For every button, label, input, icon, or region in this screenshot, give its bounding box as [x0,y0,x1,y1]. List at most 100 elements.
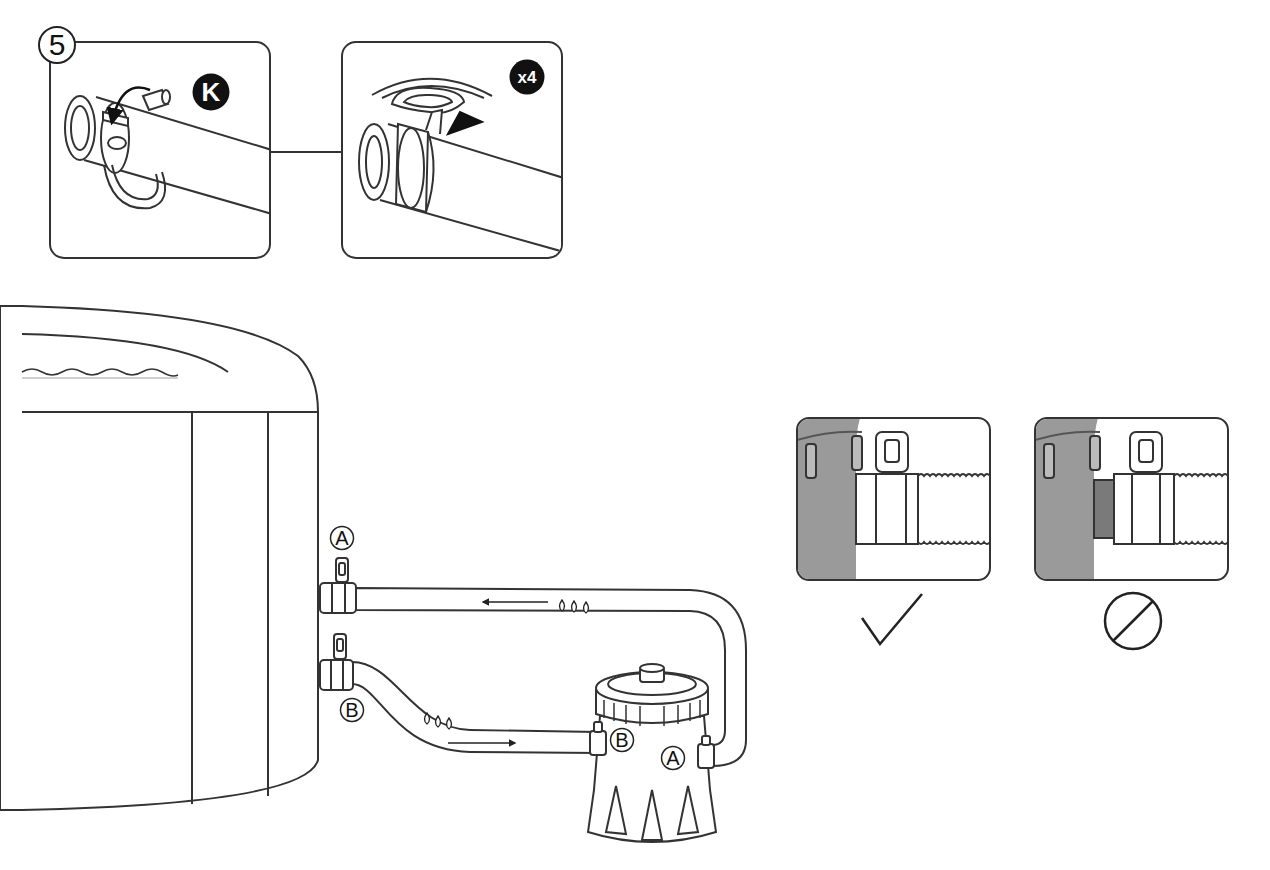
water-drop-part [436,716,441,727]
spa-connector-part [320,660,353,690]
spa-connector-part [339,563,345,575]
wrong-fit-panel-part-part [1044,444,1054,478]
correct-fit-panel-part-part [918,474,989,476]
step-panel-clamp-part-part [71,106,89,150]
water-drop-part [584,602,589,613]
correct-fit-panel-part-part [852,436,862,470]
port-letter: A [660,745,686,771]
port-letter: B [609,727,635,753]
step-panel-hook-part-part [426,110,442,134]
step-panel-clamp [50,42,272,258]
wrong-fit-panel-part [1036,419,1227,579]
step-panel-clamp-part-part [103,112,128,126]
filter-pump-part [606,786,626,834]
spa-tub-part [22,369,178,376]
correct-fit-panel-part-part [918,542,989,544]
circle-shape [662,747,685,770]
correct-fit-panel [797,418,990,580]
step-panel-clamp-part-part [112,87,150,122]
step-panel-hook-part-part [392,88,464,113]
wrong-fit-panel-part-part [1114,474,1174,544]
spa-tub-part [0,306,318,810]
step-panel-clamp-part-part [96,97,269,150]
port-letter-text: A [335,528,348,548]
correct-fit-panel-part-part [798,419,860,579]
circle-shape [331,527,354,550]
filter-pump-part [678,786,698,834]
correct-fit-panel-part-part [875,474,877,544]
correct-fit-panel-part-part [885,440,899,462]
prohibited-symbol-part [1113,601,1153,641]
prohibited-symbol [1105,593,1161,649]
step-panel-hook-part-part [426,132,434,212]
spa-connector-part [330,660,332,690]
check-mark [862,594,922,644]
spa-connector [320,558,356,690]
step-panel-clamp-part [65,87,269,214]
wrong-fit-panel-part-part [1174,474,1227,476]
step-panel-clamp-part-part [162,90,170,104]
circle-shape [341,699,364,722]
step-panel-hook-part-part [404,95,452,107]
water-drop [425,600,589,729]
spa-tub [0,306,318,810]
step-panel-hook-part-part [366,136,382,188]
filter-pump-part [642,790,662,840]
filter-pump-part [698,744,714,768]
port-letter-text: B [345,700,358,720]
water-drop-part [447,718,452,729]
wrong-fit-panel [1035,418,1228,580]
water-drop-part [560,600,565,611]
flow-arrow-part [483,601,548,603]
port-letter: B [339,697,365,723]
wrong-fit-panel-part [1035,418,1228,580]
hose-part [352,662,598,753]
part-letter: K [192,73,230,111]
filter-pump [588,664,716,842]
correct-fit-panel-part [797,418,990,580]
wrong-fit-panel-part-part [1139,440,1153,462]
filter-pump-part [594,722,602,732]
water-drop-part [572,601,577,612]
step-panel-hook-part-part [398,128,424,208]
correct-fit-panel-part-part [806,444,816,478]
flow-arrow-part [448,742,515,744]
step-panel-clamp-part-part [104,165,165,208]
step-panel-hook-part-part [448,112,482,134]
spa-tub-part [22,378,178,379]
part-letter-text: K [202,79,221,105]
correct-fit-panel-part-part [876,432,908,472]
step-panel-clamp-part-part [84,160,269,214]
circle-shape [193,74,230,111]
panel-link [270,151,342,153]
circle-shape [39,27,75,63]
wrong-fit-panel-part-part [1159,474,1161,544]
step-panel-clamp-part-part [112,165,158,199]
step-panel-hook-part-part [396,124,428,212]
step-panel-clamp-part-part [84,97,269,214]
step-panel-hook-part-part [380,124,561,252]
spa-connector-part [331,583,333,613]
correct-fit-panel-part-part [905,474,907,544]
filter-pump-part [590,731,606,755]
filter-pump-part [702,736,710,745]
step-panel-hook-part [359,79,561,252]
port-letter-text: A [666,748,679,768]
spa-tub-part [191,412,193,804]
prohibited-symbol-part [1105,593,1161,649]
step-number: 5 [37,25,77,65]
correct-fit-panel-part-part [856,474,918,544]
step-panel-clamp-part-part [108,137,126,149]
wrong-fit-panel-part-part [1131,474,1133,544]
circle-shape [510,60,545,95]
port-letter: A [329,525,355,551]
water-drop-part [425,713,430,724]
wrong-fit-panel-part-part [1130,432,1162,472]
wrong-fit-panel-part-part [1174,542,1227,544]
wrong-fit-panel-part-part [1036,419,1098,579]
flow-arrow [448,602,548,743]
quantity-badge: x4 [509,59,545,95]
spa-tub-part [267,412,269,796]
